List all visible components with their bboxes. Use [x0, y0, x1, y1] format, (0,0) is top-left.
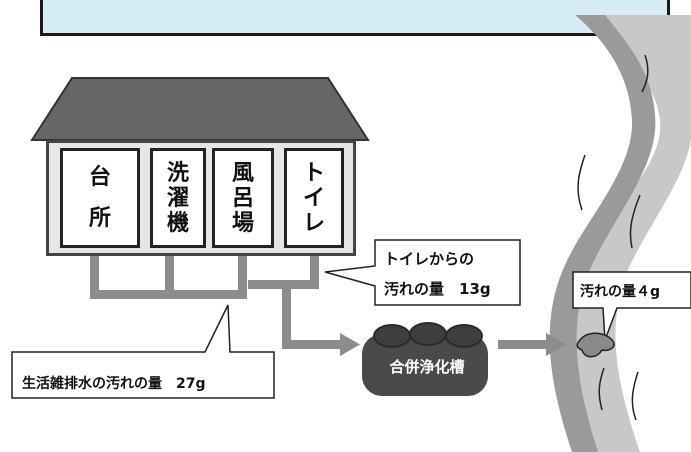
room-laundry-char-2: 濯 [166, 185, 189, 211]
drain-pipes [90, 256, 566, 356]
house-roof [30, 77, 370, 141]
room-kitchen: 台 所 [60, 148, 140, 248]
room-bath-char-1: 風 [231, 160, 254, 186]
river-callout-box [572, 271, 691, 341]
room-laundry-char-3: 機 [166, 210, 189, 236]
gray-water-callout-box [11, 304, 275, 399]
river [549, 15, 691, 452]
river-callout-text: 汚れの量４g [580, 284, 661, 300]
toilet-callout-box [324, 239, 521, 306]
top-banner [40, 0, 670, 36]
room-toilet: ト イ レ [284, 148, 344, 248]
room-toilet-char-1: ト [302, 160, 325, 186]
septic-tank-label: 合併浄化槽 [389, 358, 465, 376]
room-kitchen-char-2: 所 [88, 206, 111, 231]
room-laundry-char-1: 洗 [166, 160, 189, 186]
toilet-callout-line2: 汚れの量 13g [384, 280, 491, 298]
room-bath: 風 呂 場 [212, 148, 274, 248]
room-laundry: 洗 濯 機 [150, 148, 206, 248]
toilet-callout-line1: トイレからの [384, 250, 475, 268]
room-bath-char-2: 呂 [231, 185, 254, 211]
room-kitchen-char-1: 台 [88, 165, 111, 190]
sludge-icon [576, 332, 615, 358]
room-toilet-char-3: レ [302, 210, 325, 236]
room-bath-char-3: 場 [231, 210, 254, 236]
room-toilet-char-2: イ [302, 185, 325, 211]
septic-tank [362, 322, 488, 396]
gray-water-callout-text: 生活雑排水の汚れの量 27g [22, 376, 206, 392]
